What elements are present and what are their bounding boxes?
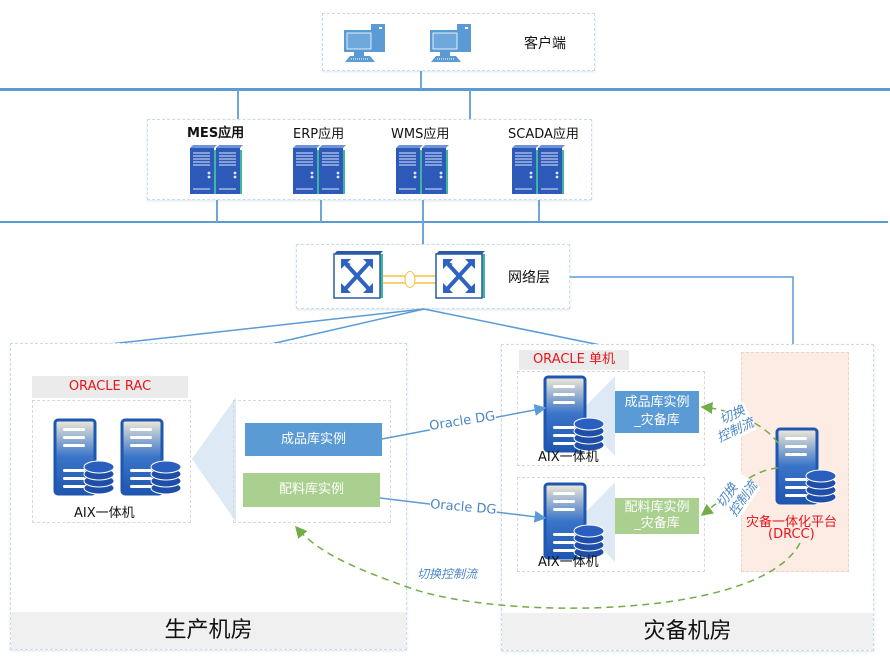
instance-finished-goods: 成品库实例 [245,423,382,456]
client-tier-label: 客户端 [524,36,566,52]
dr-room-title: 灾备机房 [502,613,873,650]
app-label-mes: MES应用 [187,126,245,141]
standby-instance-materials: 配料库实例 _灾备库 [615,498,699,534]
drcc-label-line2: (DRCC) [768,527,815,542]
app-label-erp: ERP应用 [293,127,345,142]
mes-up-connector [237,90,239,120]
callout-pointer [576,482,615,562]
client-bus-line [0,88,890,91]
wms-up-connector [469,90,471,120]
wms-down-connector [422,200,424,245]
app-label-scada: SCADA应用 [508,127,579,142]
client-connector [420,70,422,89]
database-server-icon [53,418,115,496]
app-bus-line [0,221,888,223]
oracle-rac-tag: ORACLE RAC [32,376,188,398]
callout-pointer [192,397,236,522]
standby-box-1 [517,371,705,466]
rac-machine-box [32,400,191,523]
control-flow-label-3: 切换控制流 [417,565,478,582]
control-flow-3 [295,525,801,609]
scada-down-connector [538,200,540,222]
drcc-label-line1: 灾备一体化平台 [746,515,838,530]
instance-materials: 配料库实例 [243,473,380,507]
standby-instance-line2: _灾备库 [634,516,680,531]
network-tier-label: 网络层 [508,270,550,286]
rac-machine-label: AIX一体机 [74,506,135,521]
standby-instance-line2: _灾备库 [634,413,680,428]
standby-instance-line1: 配料库实例 [624,500,690,515]
standby-machine-label-2: AIX一体机 [538,555,599,570]
production-room-title: 生产机房 [11,612,406,649]
callout-pointer [576,376,615,456]
instance-group-box [233,400,391,523]
desktop-computer-icon [430,24,471,62]
network-switch-icon [333,251,383,299]
server-rack-icon [190,145,243,194]
app-label-wms: WMS应用 [391,127,450,142]
switch-link [380,271,440,288]
desktop-computer-icon [344,24,385,62]
standby-instance-line1: 成品库实例 [624,395,690,410]
standby-box-2 [517,477,705,572]
erp-down-connector [320,200,322,222]
mes-down-connector [216,200,218,222]
oracle-single-tag: ORACLE 单机 [519,350,629,370]
standby-machine-label-1: AIX一体机 [538,450,599,465]
standby-instance-finished-goods: 成品库实例 _灾备库 [615,391,699,433]
